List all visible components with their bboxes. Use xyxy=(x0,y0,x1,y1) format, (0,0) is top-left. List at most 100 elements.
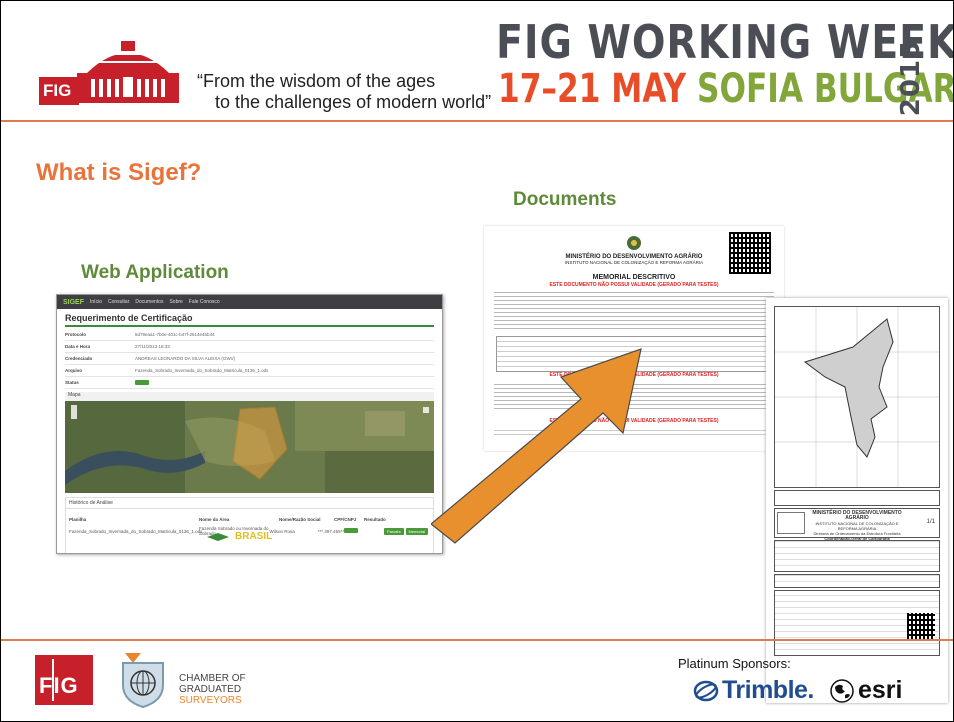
row-value: Fazenda_Sobrado_Invernada_do_Sobrado_Mat… xyxy=(135,368,269,373)
doc2-notes-strip xyxy=(774,490,940,506)
esri-globe-icon xyxy=(830,678,854,703)
header: FIG “From the wisdom of the ages to the … xyxy=(1,1,953,119)
web-application-label: Web Application xyxy=(81,262,229,283)
doc1-fields xyxy=(494,290,774,332)
esri-logo: esri xyxy=(830,676,902,705)
slide-title: What is Sigef? xyxy=(36,159,202,186)
webapp-nav-item: Fale Conosco xyxy=(188,299,220,305)
tagline-line-2: to the challenges of modern world” xyxy=(215,92,492,112)
cgs-line-1: CHAMBER OF xyxy=(179,673,246,684)
webapp-row: Protocolo 5d79eaa1-7b0e-401c-b47f-2614e4b… xyxy=(65,329,434,341)
row-key: Arquivo xyxy=(65,368,83,373)
parcel-map-frame xyxy=(774,306,940,488)
doc1-footnote xyxy=(494,428,774,438)
row-key: Status xyxy=(65,380,79,385)
doc2-title-block: MINISTÉRIO DO DESENVOLVIMENTO AGRÁRIO IN… xyxy=(774,508,940,542)
memorial-button[interactable]: Memorial xyxy=(405,527,428,535)
doc2-ministry: MINISTÉRIO DO DESENVOLVIMENTO AGRÁRIO xyxy=(812,510,902,521)
doc2-header-text: MINISTÉRIO DO DESENVOLVIMENTO AGRÁRIO IN… xyxy=(805,510,909,542)
result-cell xyxy=(344,528,384,534)
result-badge xyxy=(344,528,359,533)
webapp-row: Credenciado ANDREAS LEONARDO DA SILVA ALE… xyxy=(65,353,434,365)
webapp-nav-item: Sobre xyxy=(169,299,183,305)
satellite-map[interactable] xyxy=(65,401,434,493)
doc1-ministry-name: MINISTÉRIO DO DESENVOLVIMENTO AGRÁRIO xyxy=(565,254,703,260)
analysis-history: Histórico de Análise Planilha Nome da Ár… xyxy=(65,497,434,553)
tagline-line-1: “From the wisdom of the ages xyxy=(197,71,436,91)
webapp-navbar: SIGEF Início Consultar Documentos Sobre … xyxy=(57,295,442,309)
event-year-text: 2015 xyxy=(896,39,927,117)
doc1-ministry: MINISTÉRIO DO DESENVOLVIMENTO AGRÁRIO IN… xyxy=(524,254,744,265)
parcel-map xyxy=(775,307,939,487)
satellite-map-image xyxy=(65,401,434,493)
parcela-button[interactable]: Parcela xyxy=(383,527,404,535)
history-columns: Planilha Nome da Área Nome/Razão Social … xyxy=(66,509,433,524)
doc1-title: MEMORIAL DESCRITIVO xyxy=(592,274,676,281)
webapp-row: Status xyxy=(65,377,434,389)
webapp-title-rule xyxy=(65,325,434,327)
brasil-logo-text: BRASIL xyxy=(235,531,273,542)
doc2-coord: Coordenação-Geral de Cartografia xyxy=(824,536,890,541)
col-header: Resultado xyxy=(364,517,386,522)
col-header: CPF/CNPJ xyxy=(334,517,357,522)
tagline: “From the wisdom of the ages to the chal… xyxy=(197,71,491,113)
doc2-area-info xyxy=(774,574,940,588)
table-row: Fazenda_Sobrado_Invernada_do_Sobrado_Mat… xyxy=(66,524,433,538)
fig-footer-logo-text: FIG xyxy=(39,673,79,698)
webapp-nav-item: Início xyxy=(90,299,102,305)
doc1-body-text xyxy=(494,382,774,412)
qr-code-icon xyxy=(729,232,771,274)
webapp-nav-item: Documentos xyxy=(135,299,164,305)
row-key: Protocolo xyxy=(65,332,86,337)
history-header: Histórico de Análise xyxy=(66,498,433,509)
arrow-icon xyxy=(431,348,642,544)
brazil-coat-of-arms-icon xyxy=(627,236,641,250)
sponsors-label: Platinum Sponsors: xyxy=(678,656,791,671)
doc2-dept: Diretoria de Ordenamento da Estrutura Fu… xyxy=(813,531,901,536)
trimble-logo: Trimble. xyxy=(693,676,814,705)
webapp-map-header: Mapa xyxy=(65,392,434,401)
doc2-sheet: 1/1 xyxy=(926,519,935,525)
esri-logo-text: esri xyxy=(858,676,903,704)
row-value: 5d79eaa1-7b0e-401c-b47f-2614e4bb44 xyxy=(135,332,215,337)
cell: Fazenda Sobrado ou Invernada do Sobrado xyxy=(199,526,269,536)
row-value: 27/11/2013 18:33 xyxy=(135,344,170,349)
cgs-line-2: GRADUATED xyxy=(179,684,242,695)
event-dates: 17–21 MAY xyxy=(498,66,687,112)
cell: ***.397.455** xyxy=(317,528,345,534)
webapp-row: Arquivo Fazenda_Sobrado_Invernada_do_Sobr… xyxy=(65,365,434,377)
parcel-map-document: MINISTÉRIO DO DESENVOLVIMENTO AGRÁRIO IN… xyxy=(766,298,948,703)
event-location: SOFIA BULGARIA xyxy=(696,66,954,112)
trimble-logo-text: Trimble. xyxy=(722,676,814,704)
fig-footer-logo xyxy=(35,655,93,705)
doc1-warning-3: ESTE DOCUMENTO NÃO POSSUI VALIDADE (GERA… xyxy=(549,418,719,424)
event-title: FIG WORKING WEEK xyxy=(496,15,954,69)
event-year: 2015 xyxy=(896,35,929,117)
trimble-globe-icon xyxy=(693,680,719,701)
webapp-details: Protocolo 5d79eaa1-7b0e-401c-b47f-2614e4b… xyxy=(65,329,434,389)
doc1-institute: INSTITUTO NACIONAL DE COLONIZAÇÃO E REFO… xyxy=(564,260,704,265)
cgs-shield-logo xyxy=(122,653,164,709)
webapp-brand: SIGEF xyxy=(63,298,85,306)
cgs-line-3: SURVEYORS xyxy=(179,695,242,706)
cell: Wilson Rosa xyxy=(269,528,295,534)
documents-label: Documents xyxy=(513,189,617,210)
fig-logo-text: FIG xyxy=(43,81,72,100)
doc2-institute: INSTITUTO NACIONAL DE COLONIZAÇÃO E REFO… xyxy=(815,521,899,531)
col-header: Nome/Razão Social xyxy=(279,517,321,522)
webapp-nav-item: Consultar xyxy=(107,299,130,305)
footer-divider xyxy=(1,639,953,641)
webapp-page-title: Requerimento de Certificação xyxy=(65,313,193,323)
doc2-emblem-icon xyxy=(777,512,805,534)
brasil-logo: BRASIL xyxy=(235,531,272,542)
doc2-parcel-info xyxy=(774,540,940,572)
web-app-screenshot: SIGEF Início Consultar Documentos Sobre … xyxy=(56,294,443,554)
doc2-qr-code-icon xyxy=(907,613,935,641)
cell: Fazenda_Sobrado_Invernada_do_Sobrado_Mat… xyxy=(69,528,203,534)
cgs-name: CHAMBER OF GRADUATED SURVEYORS xyxy=(179,673,246,706)
event-subtitle: 17–21 MAY SOFIA BULGARIA xyxy=(498,66,954,112)
col-header: Planilha xyxy=(69,517,87,522)
row-key: Credenciado xyxy=(65,356,93,361)
row-value: ANDREAS LEONARDO DA SILVA ALEIXA (GWV) xyxy=(135,356,236,361)
